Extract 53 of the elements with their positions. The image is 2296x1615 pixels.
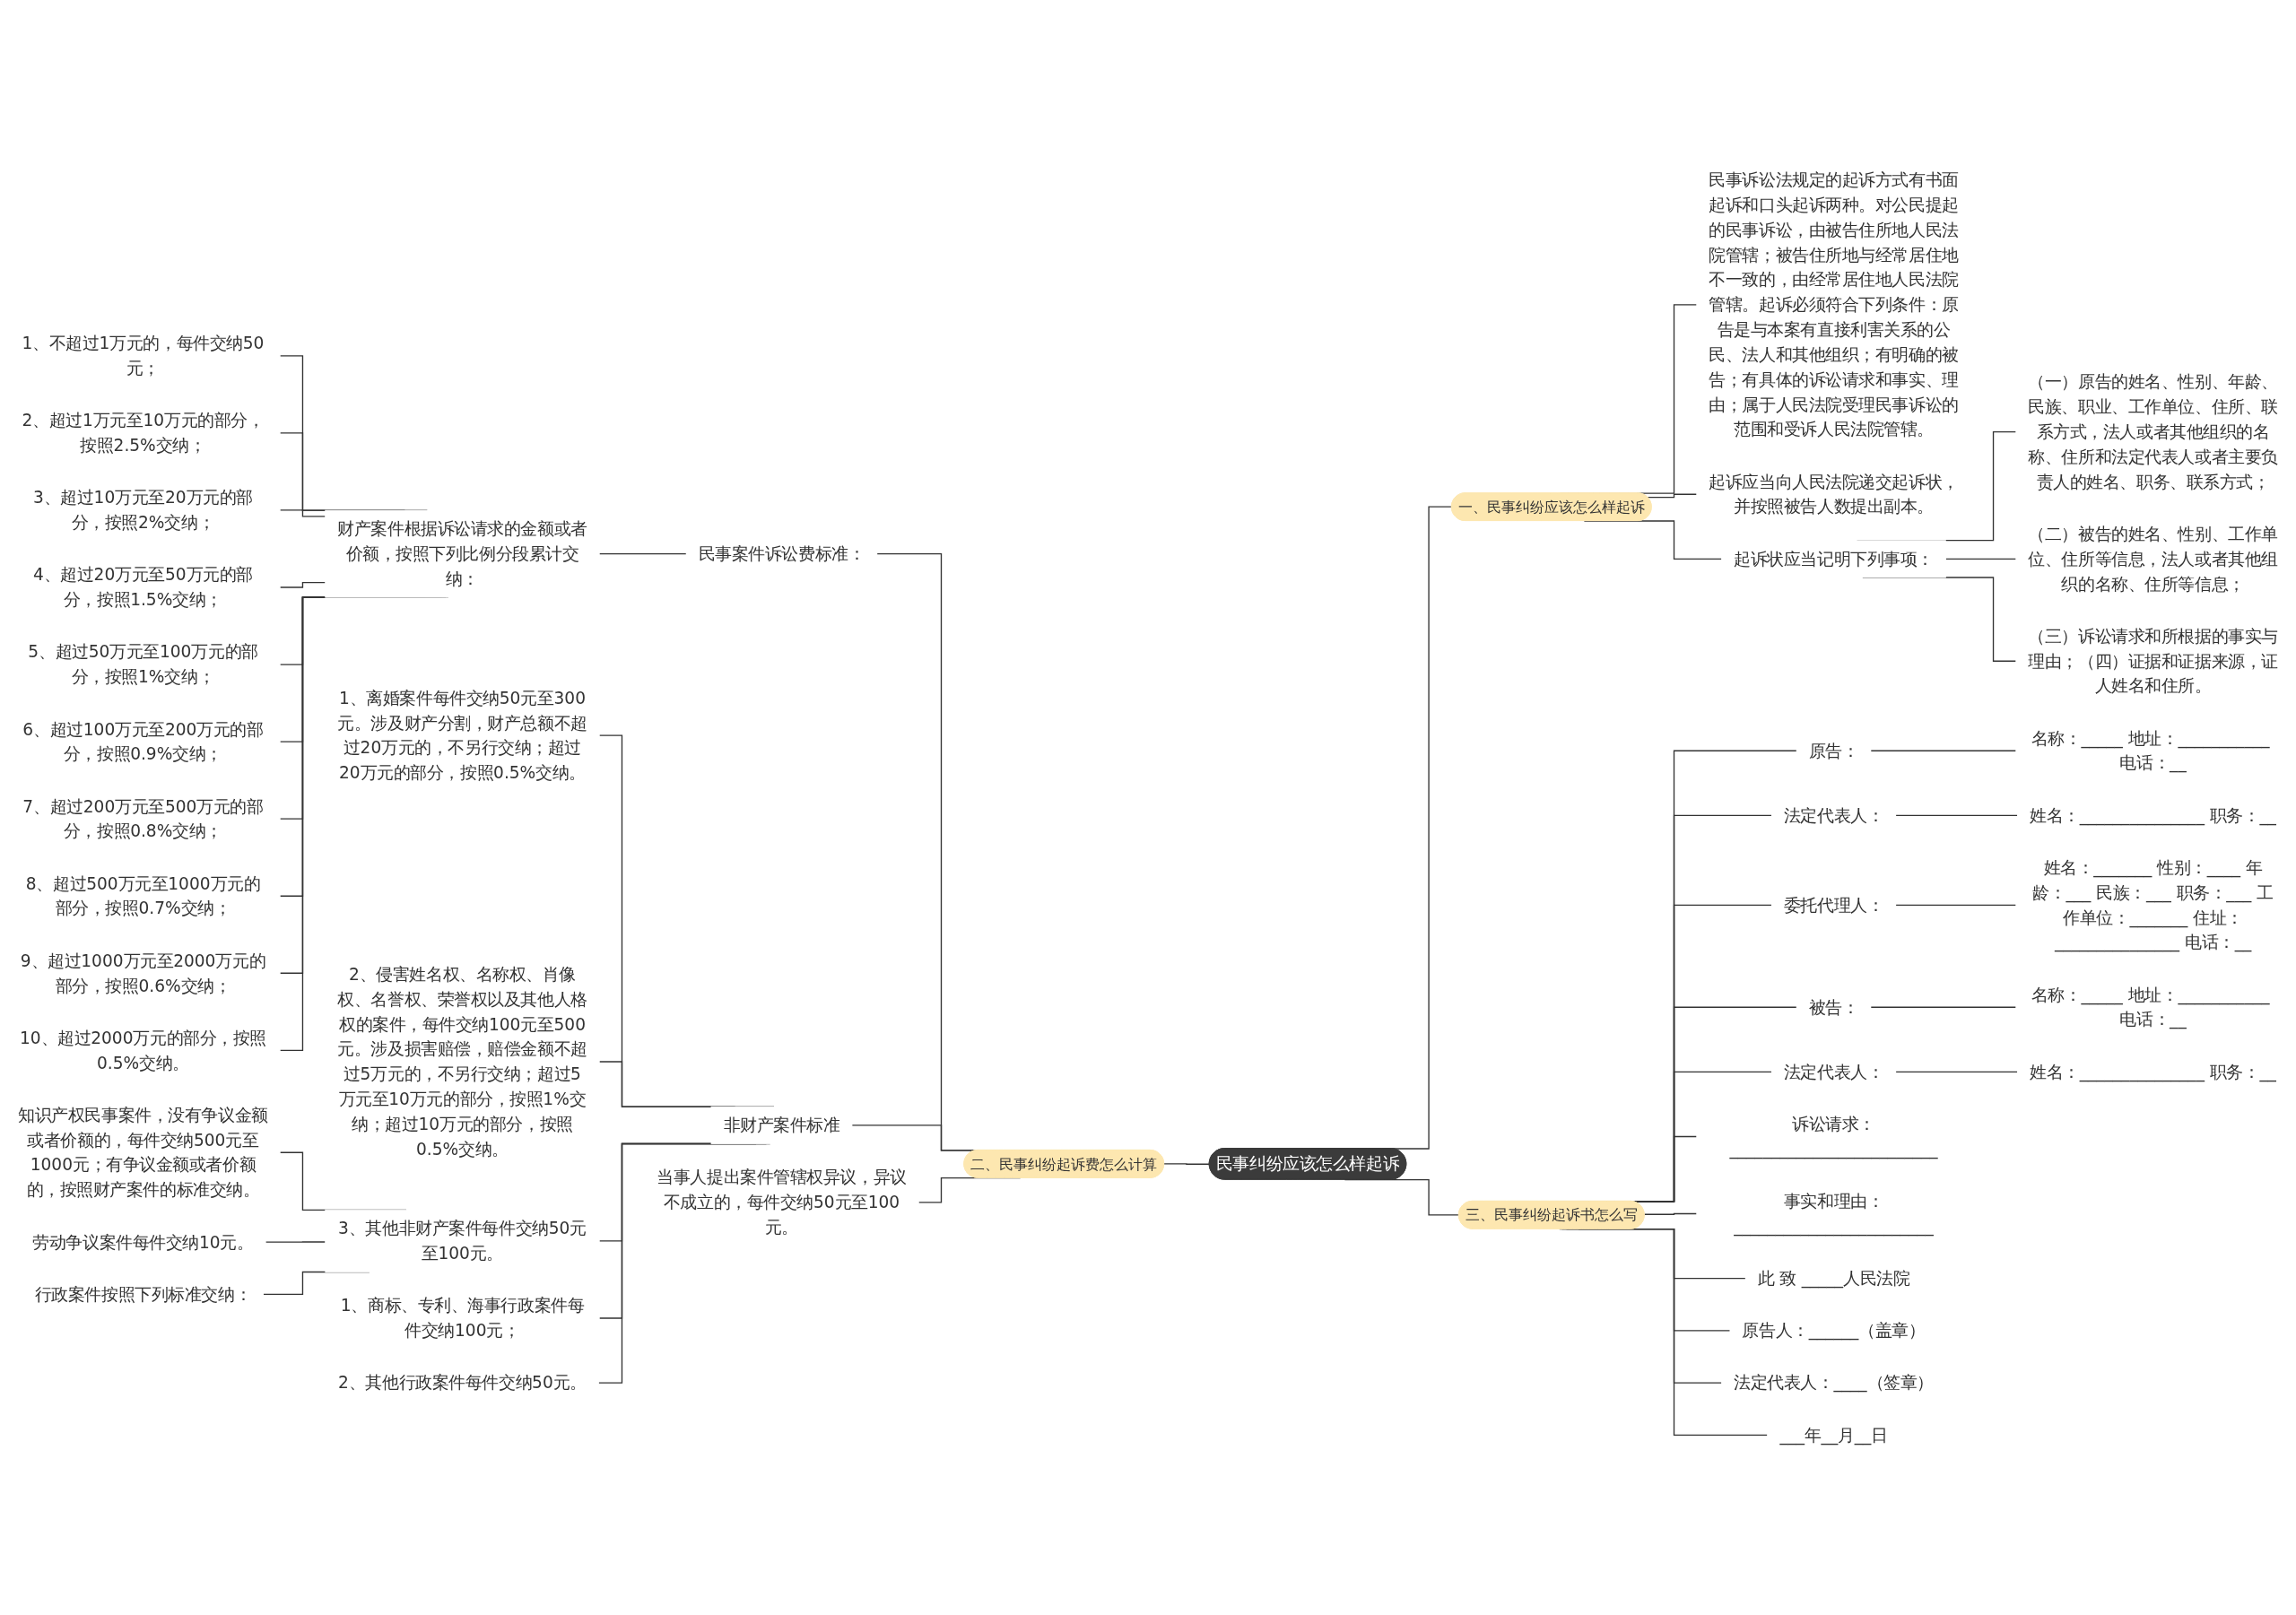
connector xyxy=(1647,493,1698,499)
node-text: 3、超过10万元至20万元的部分，按照2%交纳； xyxy=(33,488,253,533)
node-text: 法定代表人： xyxy=(1783,1062,1884,1081)
node-text: 行政案件按照下列标准交纳： xyxy=(34,1284,252,1304)
node-text: 7、超过200万元至500万元的部分，按照0.8%交纳； xyxy=(22,796,264,841)
node-text: 8、超过500万元至1000万元的部分，按照0.7%交纳； xyxy=(25,873,261,918)
node-text: 4、超过20万元至50万元的部分，按照1.5%交纳； xyxy=(33,565,253,610)
connector xyxy=(1163,1163,1211,1165)
connector xyxy=(1895,1071,2019,1073)
node-text: 此 致 _____人民法院 xyxy=(1757,1269,1910,1289)
connector xyxy=(1643,1212,1698,1215)
node-text: 姓名：_______ 性别：____ 年龄：___ 民族：___ 职务：___ 工作单位：_______ 住址：_______________ 电话：__ xyxy=(2032,858,2274,952)
node-text: 10、超过2000万元的部分，按照0.5%交纳。 xyxy=(19,1028,266,1072)
node-text: 民事诉讼法规定的起诉方式有书面起诉和口头起诉两种。对公民提起的民事诉讼，由被告住所地人民法院管辖；被告住所地与经常居住地不一致的，由经常居住地人民法院管辖。起诉必须符合下列条件：原告是与本案有直接利害关系的公民、法人和其他组织；有明确的被告；有具体的诉讼请求和事实、理由；属于人民法院受理民事诉讼的范围和受诉人民法院管辖。 xyxy=(1709,170,1959,439)
connector xyxy=(279,582,326,588)
connector xyxy=(598,553,687,555)
node-text: 原告人：______（盖章） xyxy=(1742,1321,1926,1341)
node-text: 法定代表人：____（签章） xyxy=(1734,1373,1934,1393)
node-text: 诉讼请求：_________________________ xyxy=(1729,1115,1938,1159)
connector xyxy=(1870,1006,2017,1008)
node-text: （一）原告的姓名、性别、年龄、民族、职业、工作单位、住所、联系方式，法人或者其他组织的名称、住所和法定代表人或者主要负责人的姓名、职务、联系方式； xyxy=(2028,372,2278,491)
node-text: 当事人提出案件管辖权异议，异议不成立的，每件交纳50元至100元。 xyxy=(657,1168,907,1237)
node-text: 劳动争议案件每件交纳10元。 xyxy=(32,1232,254,1252)
node-text: 9、超过1000万元至2000万元的部分，按照0.6%交纳； xyxy=(20,951,266,995)
node-text: 名称：_____ 地址：___________ 电话：__ xyxy=(2031,985,2270,1029)
node-text: 原告： xyxy=(1808,741,1859,760)
node-text: 6、超过100万元至200万元的部分，按照0.9%交纳； xyxy=(22,719,264,764)
connector xyxy=(1895,904,2017,906)
node-text: 委托代理人： xyxy=(1783,895,1884,915)
connector xyxy=(1895,814,2019,817)
node-text: 5、超过50万元至100万元的部分，按照1%交纳； xyxy=(28,642,258,687)
node-text: 知识产权民事案件，没有争议金额或者价额的，每件交纳500元至1000元；有争议金额或者价额的，按照财产案件的标准交纳。 xyxy=(18,1105,268,1200)
node-text: 事实和理由：________________________ xyxy=(1734,1192,1934,1236)
node-text: （二）被告的姓名、性别、工作单位、住所等信息，法人或者其他组织的名称、住所等信息； xyxy=(2028,524,2278,594)
node-text: 被告： xyxy=(1808,997,1859,1017)
node-text: 2、其他行政案件每件交纳50元。 xyxy=(338,1373,587,1393)
node-text: 姓名：_______________ 职务：__ xyxy=(2030,805,2277,825)
node-text: 姓名：_______________ 职务：__ xyxy=(2030,1062,2277,1081)
connector xyxy=(279,509,326,517)
connector xyxy=(1870,750,2017,751)
node-text: 2、超过1万元至10万元的部分，按照2.5%交纳； xyxy=(22,411,265,456)
connector xyxy=(265,1241,326,1243)
node-text: 1、不超过1万元的，每件交纳50元； xyxy=(22,334,265,378)
node-text: 2、侵害姓名权、名称权、肖像权、名誉权、荣誉权以及其他人格权的案件，每件交纳100元至500元。涉及损害赔偿，赔偿金额不超过5万元的，不另行交纳；超过5万元至10万元的部分，按照1%交纳；超过10万元的部分，按照0.5%交纳。 xyxy=(337,964,587,1159)
connector xyxy=(1944,558,2017,560)
node-text: 民事案件诉讼费标准： xyxy=(698,544,865,564)
node-text: 名称：_____ 地址：___________ 电话：__ xyxy=(2031,728,2270,773)
node-text: 1、商标、专利、海事行政案件每件交纳100元； xyxy=(340,1296,585,1341)
node-text: 法定代表人： xyxy=(1783,805,1884,825)
node-text: 起诉应当向人民法院递交起诉状，并按照被告人数提出副本。 xyxy=(1709,472,1959,517)
node-text: ___年__月__日 xyxy=(1779,1425,1888,1445)
node-text: （三）诉讼请求和所根据的事实与理由；（四）证据和证据来源，证人姓名和住所。 xyxy=(2028,626,2278,696)
node-text: 1、离婚案件每件交纳50元至300元。涉及财产分割，财产总额不超过20万元的，不另行交纳；超过20万元的部分，按照0.5%交纳。 xyxy=(337,688,587,783)
